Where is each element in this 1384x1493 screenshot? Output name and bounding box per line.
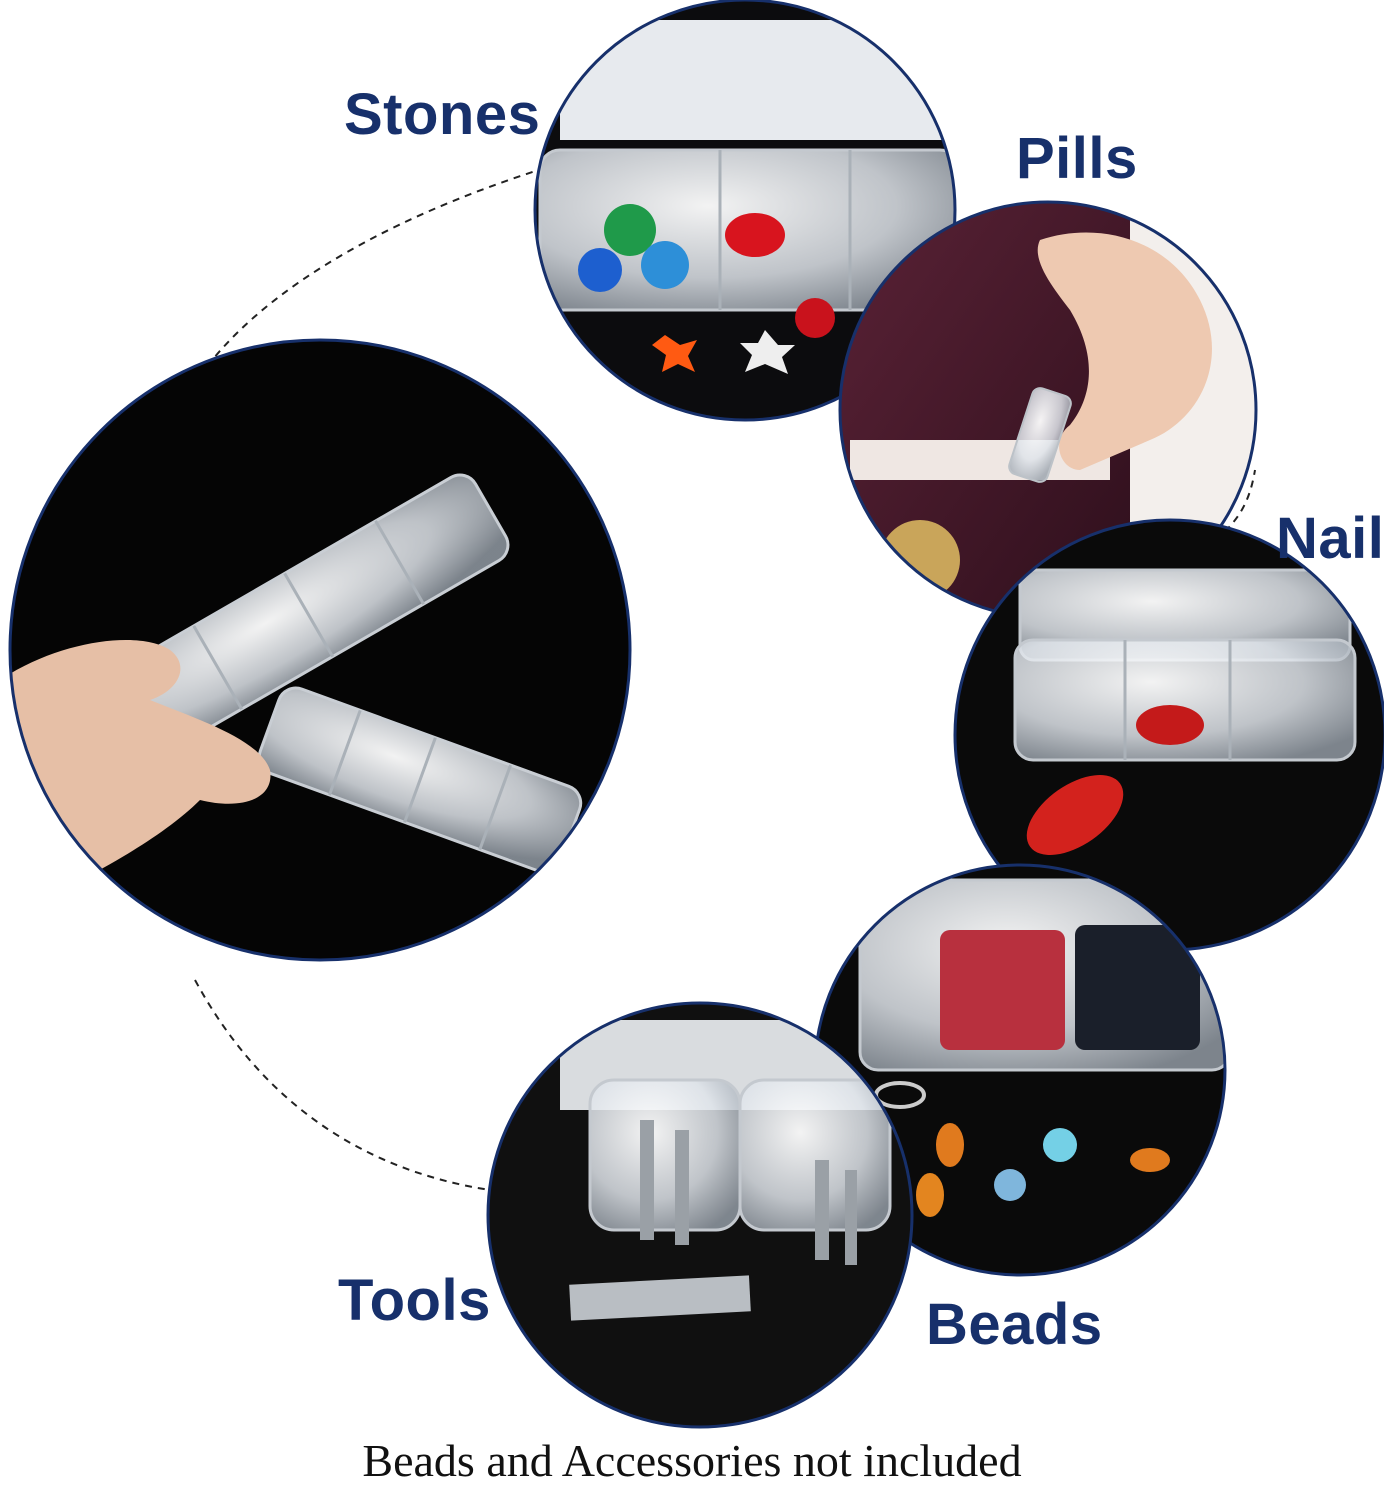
label-nail: Nail [1276,506,1384,571]
label-tools: Tools [338,1268,491,1333]
nail-photo-circle [955,520,1384,950]
label-stones: Stones [344,82,541,147]
main-photo-circle [10,340,630,960]
dashed-path [184,167,1256,1191]
tools-photo-circle [488,1003,912,1427]
label-beads: Beads [926,1292,1103,1357]
footnote-disclaimer: Beads and Accessories not included [362,1435,1022,1486]
label-pills: Pills [1016,126,1138,191]
stones-photo-circle [535,0,955,420]
